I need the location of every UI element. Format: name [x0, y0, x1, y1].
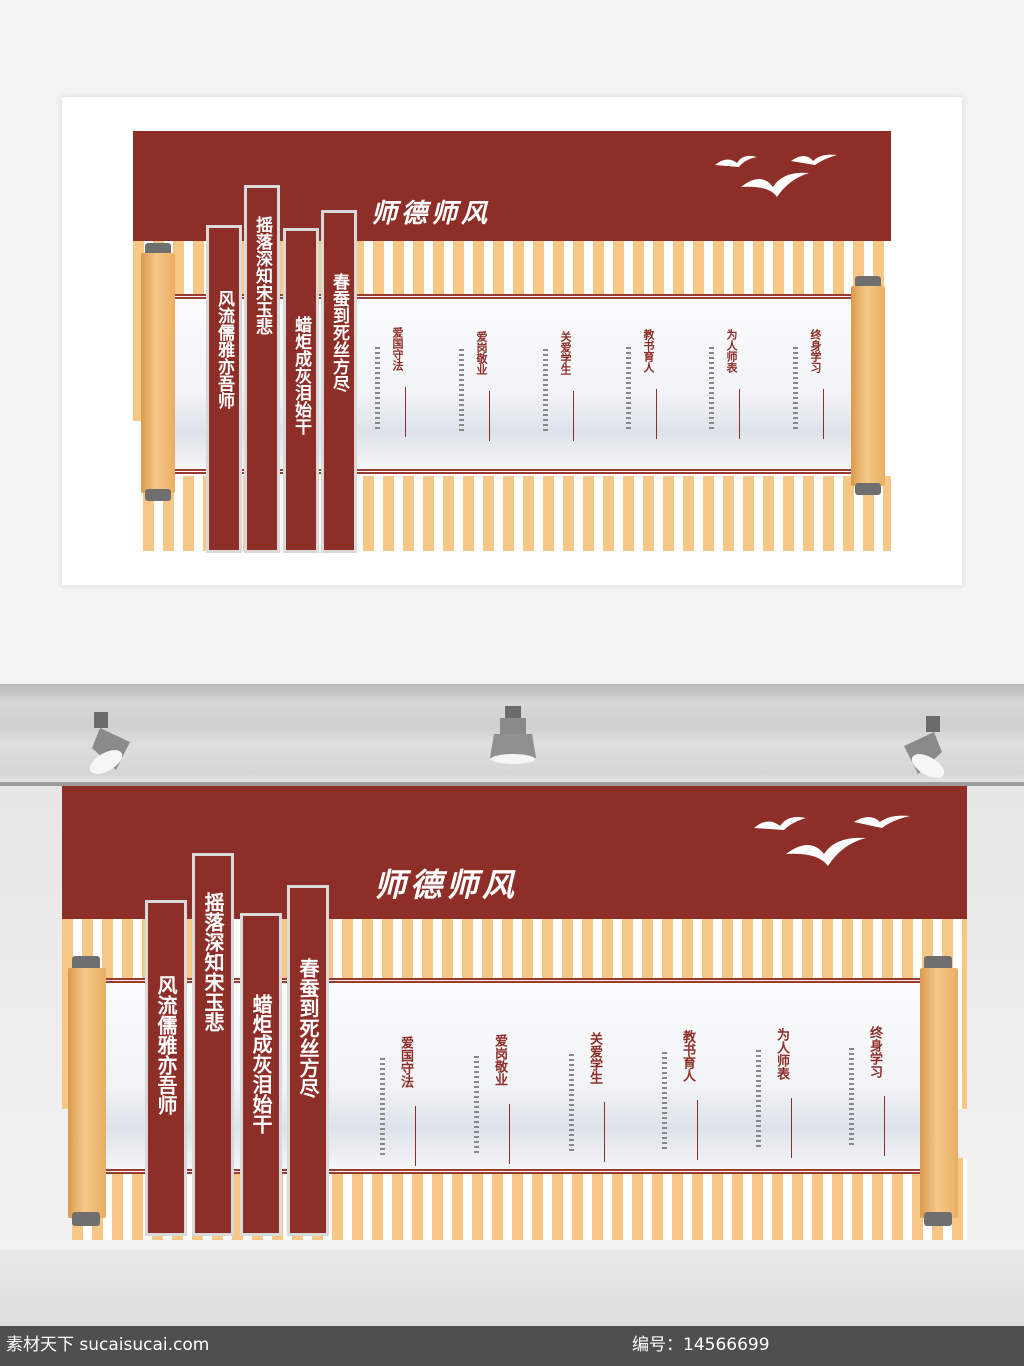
roller-cap: [72, 956, 100, 970]
divider: [697, 1100, 698, 1160]
value-label: 爱岗敬业: [475, 331, 488, 375]
column-text: 摇落深知宋玉悲: [201, 892, 225, 1032]
column-text: 摇落深知宋玉悲: [252, 216, 272, 335]
value-label: 为人师表: [725, 329, 738, 373]
column-banner: 摇落深知宋玉悲: [244, 185, 280, 553]
body-text: [474, 1056, 479, 1156]
value-label: 为人师表: [774, 1028, 789, 1080]
body-text: [569, 1054, 574, 1154]
value-label: 关爱学生: [587, 1032, 602, 1084]
value-item: 爱岗敬业: [474, 1034, 510, 1164]
roller-cap: [72, 1212, 100, 1226]
watermark-bar: [0, 1326, 1024, 1366]
bird-icon: [754, 815, 910, 866]
value-item: 终身学习: [793, 329, 824, 439]
column-banner: 风流儒雅亦吾师: [206, 225, 242, 553]
divider: [823, 389, 824, 439]
column-banner: 蜡炬成灰泪始干: [240, 913, 282, 1236]
value-item: 关爱学生: [543, 331, 574, 441]
value-label: 爱国守法: [398, 1036, 413, 1088]
value-item: 教书育人: [662, 1030, 698, 1160]
body-text: [709, 347, 714, 431]
body-text: [849, 1048, 854, 1148]
value-item: 爱国守法: [380, 1036, 416, 1166]
spotlight-icon: [89, 712, 130, 774]
column-banner: 蜡炬成灰泪始干: [283, 228, 319, 553]
value-label: 爱国守法: [391, 327, 404, 371]
value-item: 爱岗敬业: [459, 331, 490, 441]
column-text: 蜡炬成灰泪始干: [249, 994, 273, 1134]
value-item: 教书育人: [626, 329, 657, 439]
watermark-id: 编号：14566699: [632, 1335, 770, 1355]
scroll-roller-left: [141, 253, 175, 493]
column-text: 风流儒雅亦吾师: [154, 975, 178, 1115]
column-text: 春蚕到死丝方尽: [329, 273, 349, 392]
divider: [509, 1104, 510, 1164]
board-mockup: 师德师风 风流儒雅亦吾师 摇落深知宋玉悲 蜡炬成灰泪始干 春蚕到死丝方尽 爱国守…: [62, 786, 967, 1240]
divider: [415, 1106, 416, 1166]
divider: [884, 1096, 885, 1156]
ceiling-edge: [0, 782, 1024, 786]
roller-cap: [855, 483, 881, 495]
body-text: [626, 347, 631, 431]
column-banner: 风流儒雅亦吾师: [145, 900, 187, 1236]
scroll-roller-right: [851, 286, 885, 486]
column-text: 蜡炬成灰泪始干: [291, 316, 311, 435]
value-label: 教书育人: [642, 329, 655, 373]
value-item: 爱国守法: [375, 327, 406, 437]
roller-cap: [145, 489, 171, 501]
roller-cap: [855, 276, 881, 288]
column-text: 风流儒雅亦吾师: [214, 290, 234, 409]
spotlight-icon: [490, 706, 536, 764]
value-item: 为人师表: [709, 329, 740, 439]
body-text: [375, 347, 380, 431]
value-item: 终身学习: [849, 1026, 885, 1156]
divider: [791, 1098, 792, 1158]
body-text: [543, 349, 548, 433]
divider: [739, 389, 740, 439]
value-label: 爱岗敬业: [492, 1034, 507, 1086]
value-label: 终身学习: [867, 1026, 882, 1078]
body-text: [756, 1050, 761, 1150]
value-item: 关爱学生: [569, 1032, 605, 1162]
body-text: [793, 347, 798, 431]
board-flat: 师德师风 风流儒雅亦吾师 摇落深知宋玉悲 蜡炬成灰泪始干 春蚕到死丝方尽 爱国守…: [133, 131, 891, 553]
divider: [573, 391, 574, 441]
divider: [656, 389, 657, 439]
board-title: 师德师风: [374, 866, 519, 904]
roller-cap: [924, 956, 952, 970]
column-banner: 春蚕到死丝方尽: [321, 210, 357, 553]
column-banner: 春蚕到死丝方尽: [287, 885, 329, 1236]
value-label: 终身学习: [809, 329, 822, 373]
scroll-roller-left: [68, 968, 106, 1218]
divider: [405, 387, 406, 437]
divider: [489, 391, 490, 441]
column-banner: 摇落深知宋玉悲: [192, 853, 234, 1236]
value-label: 教书育人: [680, 1030, 695, 1082]
divider: [604, 1102, 605, 1162]
body-text: [380, 1058, 385, 1158]
body-text: [662, 1052, 667, 1152]
scroll-roller-right: [920, 968, 958, 1218]
board-title: 师德师风: [371, 199, 492, 229]
roller-cap: [145, 243, 171, 255]
column-text: 春蚕到死丝方尽: [296, 958, 320, 1098]
watermark-site: 素材天下 sucaisucai.com: [6, 1335, 210, 1355]
value-label: 关爱学生: [559, 331, 572, 375]
spotlight-icon: [904, 716, 945, 778]
value-item: 为人师表: [756, 1028, 792, 1158]
bird-icon: [715, 154, 837, 197]
body-text: [459, 349, 464, 433]
roller-cap: [924, 1212, 952, 1226]
